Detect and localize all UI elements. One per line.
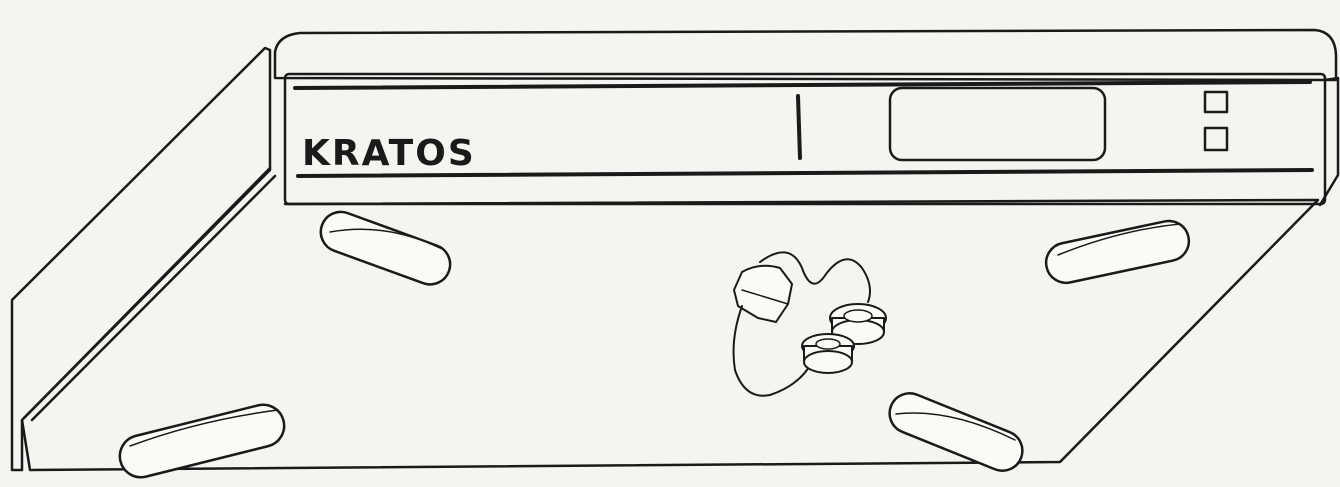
- cable-assembly: [732, 251, 887, 397]
- front-panel-top-stripe: [293, 80, 1312, 90]
- cable-plug: [733, 264, 793, 323]
- display-window: [888, 86, 1107, 162]
- foot-front-right: [888, 392, 1024, 472]
- foot-back-right: [1044, 219, 1191, 285]
- front-panel-bottom-stripe: [296, 168, 1314, 178]
- chassis-left-edge: [22, 166, 272, 420]
- chassis-top-lip: [273, 28, 1338, 82]
- chassis-left-side: [10, 46, 272, 472]
- cable-connector-lower: [801, 333, 855, 374]
- cable-loop-upper: [759, 251, 871, 303]
- front-panel-divider: [796, 94, 802, 160]
- chassis-right-edge: [1318, 76, 1340, 207]
- cable-loop-lower: [732, 305, 813, 397]
- chassis-left-inner-edge: [30, 174, 277, 422]
- front-panel: [283, 72, 1327, 206]
- foot-front-left: [118, 403, 286, 479]
- indicator-light-bottom: [1203, 126, 1229, 152]
- chassis-bottom-plate: [20, 198, 1320, 472]
- indicator-light-top: [1203, 90, 1229, 114]
- brand-label: KRATOS: [302, 133, 476, 174]
- foot-back-left: [319, 210, 452, 286]
